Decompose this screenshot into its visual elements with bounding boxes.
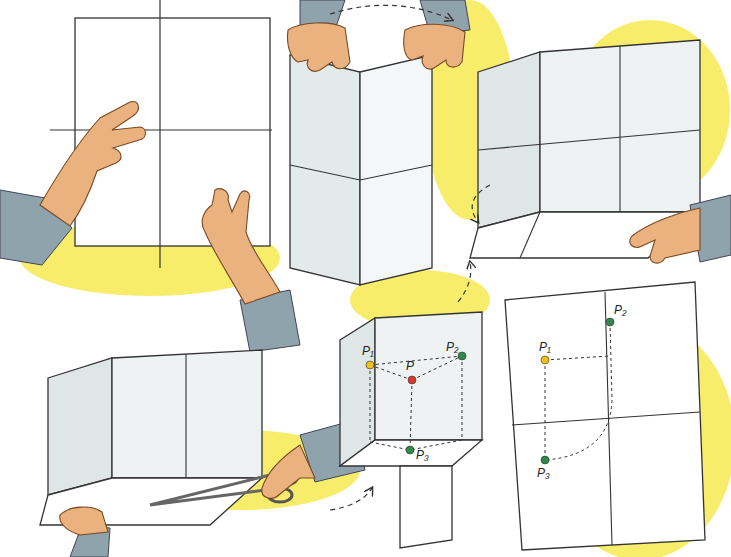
dashed-line <box>545 356 610 360</box>
projection-lines <box>545 322 612 460</box>
point-dot <box>541 456 549 464</box>
crease-line <box>159 0 160 268</box>
point-label: P₁ <box>539 340 551 354</box>
point-label: P₁ <box>362 344 374 358</box>
step-arrow <box>458 262 471 302</box>
point-dot <box>406 446 414 454</box>
dashed-line <box>412 356 462 380</box>
dashed-line <box>370 356 462 365</box>
dashed-line <box>370 365 371 442</box>
step-arrow <box>330 5 452 20</box>
crease-line <box>290 165 432 180</box>
point-dot <box>606 318 614 326</box>
point-dot <box>458 352 466 360</box>
paper-sheet <box>505 282 705 550</box>
scissors-blade <box>150 475 270 505</box>
paper-wall <box>112 350 262 478</box>
hand <box>202 189 280 304</box>
point-label: P₃ <box>537 466 550 480</box>
paper-wall <box>375 312 482 440</box>
paper-wall <box>48 358 112 495</box>
point-label: P <box>406 359 414 373</box>
step-arrow <box>330 488 372 510</box>
crease-line <box>520 212 540 258</box>
hand <box>630 208 700 263</box>
dashed-line <box>545 360 546 460</box>
hand <box>40 101 146 226</box>
hand <box>262 445 315 498</box>
crease-line <box>478 130 700 150</box>
dashed-line <box>610 322 612 400</box>
dashed-line <box>462 356 463 440</box>
yellow-wash <box>20 0 731 557</box>
point-dot <box>408 376 416 384</box>
crease-line <box>512 412 700 425</box>
point-dot <box>366 361 374 369</box>
dashed-arc <box>545 400 612 460</box>
paper-floor <box>340 440 482 466</box>
point-label: P₂ <box>446 340 459 354</box>
paper-leaf <box>290 55 360 285</box>
hand <box>60 507 108 535</box>
point-label: P₂ <box>614 303 627 317</box>
crease-line <box>50 129 272 130</box>
dashed-line <box>370 442 410 450</box>
point-dot <box>541 356 549 364</box>
dashed-line <box>370 365 412 380</box>
crease-line <box>185 354 186 478</box>
hand <box>404 24 465 69</box>
paper-wall <box>540 40 700 212</box>
crease-line <box>619 46 620 212</box>
paper-leaf <box>360 55 432 285</box>
dashed-line <box>410 380 412 450</box>
step-arrow <box>472 185 490 222</box>
point-label: P₃ <box>416 448 429 462</box>
paper-wall <box>478 52 540 228</box>
paper-flap <box>400 466 452 548</box>
projection-lines <box>370 356 462 450</box>
hand <box>287 23 350 71</box>
